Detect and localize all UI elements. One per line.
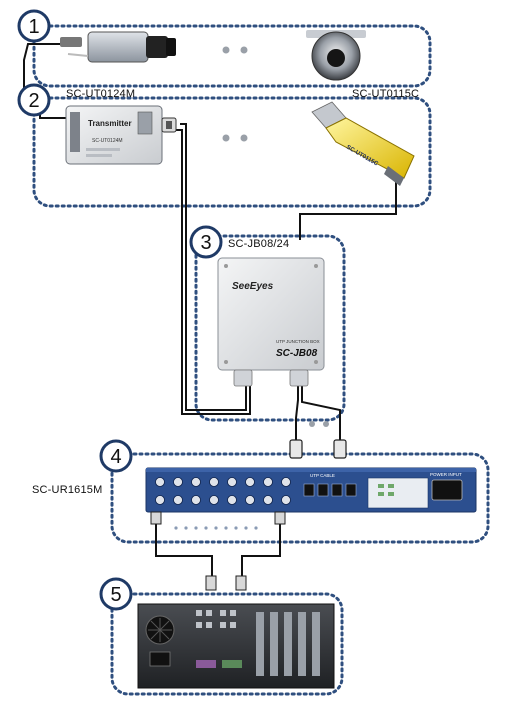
junction-subtitle: UTP JUNCTION BOX (276, 339, 320, 344)
jb-cable-dots (309, 421, 329, 427)
group-5-border (110, 592, 344, 696)
group-4-border (110, 452, 490, 544)
pc-backplane (137, 603, 335, 689)
rj45-plugs (289, 439, 347, 459)
step-number-1: 1 (28, 16, 39, 38)
transmitter-front-model: SC-UT0124M (92, 138, 123, 144)
transmitter-device: Transmitter SC-UT0124M (65, 105, 163, 165)
receiver-power-label: POWER INPUT (430, 472, 462, 477)
group-1-border (32, 24, 432, 88)
receiver-rack: UTP CABLE POWER INPUT (145, 467, 477, 513)
device-ellipsis (222, 134, 248, 142)
cable-receiver-to-pc-a (155, 522, 213, 578)
step-badge-4: 4 (99, 439, 133, 473)
box-camera (60, 31, 176, 63)
step-number-5: 5 (110, 584, 121, 606)
receiver-bnc-ports (155, 477, 291, 505)
junction-model-text: SC-JB08 (276, 348, 318, 359)
receiver-cable-dots (174, 526, 258, 530)
cable-transmitter-to-jb-b (176, 129, 251, 415)
cable-receiver-to-pc-b (241, 522, 281, 578)
receiver-model-label: SC-UR1615M (32, 484, 103, 496)
junction-brand: SeeEyes (232, 281, 274, 292)
step-number-4: 4 (110, 446, 121, 468)
cable-balun-to-jb (299, 176, 397, 240)
step-badge-5: 5 (99, 577, 133, 611)
group-2-border (32, 96, 432, 208)
step-badge-3: 3 (189, 225, 223, 259)
camera-ellipsis (222, 46, 248, 54)
cable-jb-to-receiver-a (295, 384, 299, 440)
transmitter-model-label: SC-UT0124M (66, 88, 136, 100)
step-number-3: 3 (200, 232, 211, 254)
junction-box: SeeEyes UTP JUNCTION BOX SC-JB08 (217, 257, 325, 387)
receiver-output-bnc (150, 511, 286, 591)
transmitter-front-title: Transmitter (88, 119, 132, 128)
step-badge-2: 2 (17, 83, 51, 117)
cable-transmitter-to-jb-a (180, 123, 247, 411)
receiver-utp-label: UTP CABLE (310, 473, 335, 478)
receiver-rj45-ports (303, 483, 357, 497)
dome-camera (306, 30, 366, 81)
step-number-2: 2 (28, 90, 39, 112)
junction-box-model-label: SC-JB08/24 (228, 238, 290, 250)
passive-balun-model-label: SC-UT0115C (352, 88, 420, 100)
passive-balun: SC-UT0115C (311, 101, 415, 186)
transmitter-bnc-connector (161, 117, 177, 133)
step-badge-1: 1 (17, 9, 51, 43)
cables (23, 43, 397, 578)
group-3-border (194, 234, 346, 422)
cable-jb-to-receiver-b (301, 384, 341, 440)
